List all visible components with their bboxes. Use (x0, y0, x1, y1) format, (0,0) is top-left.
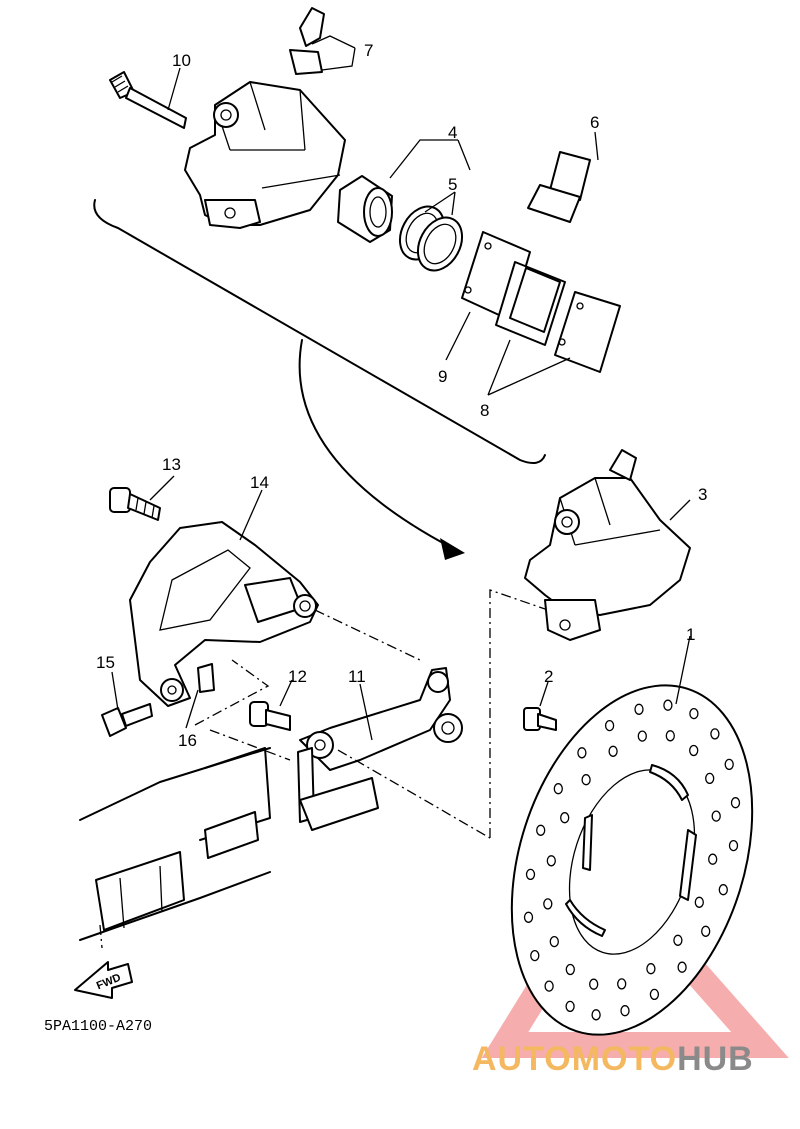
alignment-line-4 (194, 659, 270, 726)
callout-3: 3 (698, 485, 707, 504)
disc-hole (728, 839, 739, 852)
disc-hole (565, 1000, 575, 1013)
disc-hole (604, 719, 615, 732)
callout-15: 15 (96, 653, 115, 672)
disc-hole (577, 747, 587, 759)
disc-hole (617, 978, 627, 990)
disc-hole (608, 745, 618, 757)
disc-hole (546, 855, 556, 867)
watermark-text-primary: AUTOMOTO (472, 1040, 678, 1078)
callout-2: 2 (544, 667, 553, 686)
disc-hole (565, 963, 575, 976)
disc-hole (663, 699, 673, 711)
disc-hole (677, 961, 687, 973)
bolt-10 (109, 71, 187, 129)
callout-1: 1 (686, 625, 695, 644)
disc-hole (730, 797, 741, 809)
disc-hole (620, 1005, 630, 1017)
disc-hole (673, 934, 683, 946)
disc-hole (637, 730, 647, 742)
alignment-line-6 (99, 924, 103, 949)
disc-hole (646, 963, 656, 975)
disc-hole (549, 935, 559, 948)
torque-link-11 (297, 667, 463, 831)
seals-5 (398, 205, 464, 272)
piston-4 (337, 175, 393, 243)
callout-11: 11 (348, 667, 366, 686)
callout-13: 13 (162, 455, 181, 474)
watermark-text-secondary: HUB (677, 1040, 754, 1078)
fwd-arrow-icon: FWD (74, 961, 133, 999)
caliper-bracket-14 (129, 521, 319, 707)
disc-hole (525, 868, 536, 881)
disc-hole (718, 884, 728, 896)
group-bracket (93, 199, 546, 465)
callout-12: 12 (288, 667, 307, 686)
disc-hole (589, 978, 599, 990)
diagram-code: 5PA1100-A270 (44, 1018, 152, 1035)
callout-9: 9 (438, 367, 447, 386)
callout-7: 7 (364, 41, 373, 60)
disc-hole (530, 949, 540, 962)
pad-pin-6 (527, 151, 591, 223)
screw-2 (523, 707, 557, 731)
callout-8: 8 (480, 401, 489, 420)
brake-pads-8 (495, 261, 621, 373)
arrow-head-icon (440, 538, 465, 560)
disc-hole (694, 896, 704, 908)
caliper-assembly-3 (524, 449, 691, 641)
callout-10: 10 (172, 51, 191, 70)
disc-hole (711, 810, 721, 822)
alignment-line-5 (209, 729, 291, 761)
callout-16: 16 (178, 731, 197, 750)
disc-hole (649, 988, 660, 1001)
disc-hole (553, 783, 563, 795)
disc-hole (591, 1009, 601, 1021)
bolt-15 (101, 703, 153, 737)
disc-hole (705, 772, 715, 785)
disc-hole (689, 707, 699, 720)
disc-hole (708, 853, 718, 865)
disc-hole (710, 728, 720, 740)
disc-hole (581, 774, 591, 786)
bolt-12 (249, 701, 291, 731)
disc-hole (523, 911, 534, 923)
disc-hole (634, 703, 644, 715)
brake-disc-1 (510, 684, 754, 1036)
callout-leaders (111, 35, 691, 741)
callout-5: 5 (448, 175, 457, 194)
callout-4: 4 (448, 123, 457, 142)
disc-hole (724, 758, 734, 771)
callout-14: 14 (250, 473, 269, 492)
alignment-line-1 (314, 609, 421, 661)
clip-16 (197, 663, 215, 693)
disc-hole (689, 744, 699, 757)
watermark-logo: AUTOMOTOHUB (472, 1040, 754, 1079)
disc-hole (544, 980, 554, 992)
disc-hole (665, 730, 675, 742)
disc-hole (560, 812, 570, 824)
caliper-body-exploded (184, 7, 346, 229)
swingarm (79, 747, 271, 941)
callout-labels: 10 7 4 5 6 9 8 13 14 3 15 12 11 16 2 1 (96, 41, 707, 750)
disc-hole (536, 824, 546, 836)
alignment-line-3 (489, 589, 549, 838)
bolt-13 (109, 487, 161, 521)
assembly-arrow (298, 339, 461, 553)
disc-hole (543, 898, 553, 910)
alignment-line-2 (337, 749, 491, 839)
disc-hole (701, 925, 711, 937)
callout-6: 6 (590, 113, 599, 132)
